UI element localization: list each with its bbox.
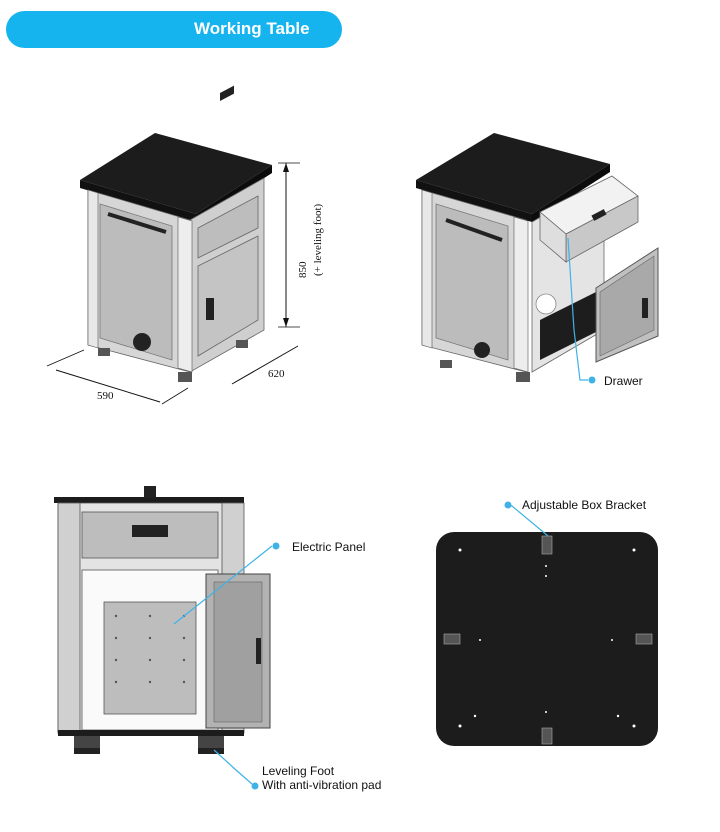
cabinet-open-view: Drawer [360,0,720,420]
cabinet-closed-drawing [46,85,300,405]
title-banner: Working Table [6,11,342,48]
cabinet-top-view: Adjustable Box Bracket [400,420,720,832]
drawer-label: Drawer [604,374,643,388]
cabinet-open-drawing [416,133,659,384]
adjustable-bracket-label: Adjustable Box Bracket [522,498,647,512]
cabinet-top-drawing [436,501,658,746]
depth-dimension: 620 [268,368,285,380]
cabinet-front-view: Electric Panel Leveling Foot With anti-v… [0,420,400,832]
leveling-foot-label: Leveling Foot [262,764,335,778]
page-title: Working Table [194,19,310,38]
electric-panel-label: Electric Panel [292,540,366,554]
width-dimension: 590 [97,390,114,402]
cabinet-front-drawing [54,486,280,790]
leveling-foot-sublabel: With anti-vibration pad [262,778,382,792]
height-note: (+ leveling foot) [312,203,324,276]
height-dimension: 850 [297,261,309,279]
cabinet-closed-view: 850 (+ leveling foot) 620 590 [0,0,360,420]
